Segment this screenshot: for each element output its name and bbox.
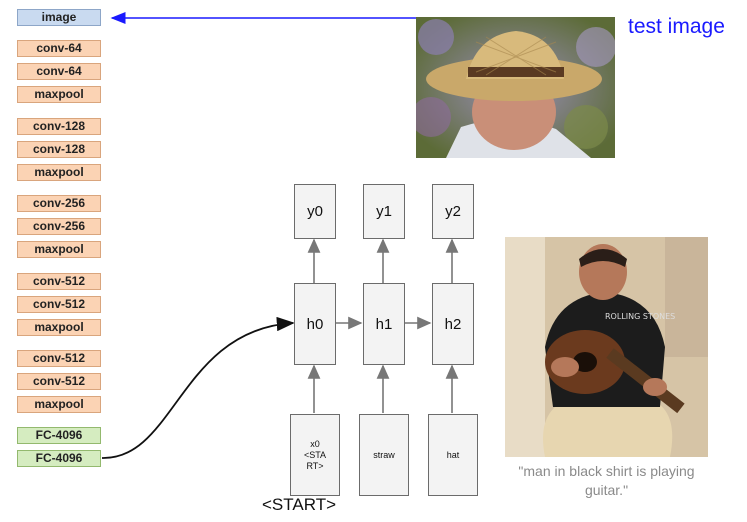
layer-maxpool: maxpool	[17, 241, 101, 258]
output-node-y1: y1	[363, 184, 405, 239]
layer-fc-4096: FC-4096	[17, 450, 101, 467]
hidden-node-h2: h2	[432, 283, 474, 365]
fc-to-h0-arrow	[101, 316, 295, 459]
layer-maxpool: maxpool	[17, 86, 101, 103]
layer-conv-512: conv-512	[17, 273, 101, 290]
layer-conv-128: conv-128	[17, 118, 101, 135]
generated-caption: "man in black shirt is playing guitar."	[518, 463, 695, 498]
layer-conv-512: conv-512	[17, 373, 101, 390]
layer-conv-256: conv-256	[17, 195, 101, 212]
layer-fc-4096: FC-4096	[17, 427, 101, 444]
layer-conv-128: conv-128	[17, 141, 101, 158]
layer-maxpool: maxpool	[17, 319, 101, 336]
input-node-straw: straw	[359, 414, 409, 496]
layer-conv-256: conv-256	[17, 218, 101, 235]
layer-conv-512: conv-512	[17, 350, 101, 367]
layer-conv-64: conv-64	[17, 40, 101, 57]
start-token-label: <START>	[262, 495, 337, 514]
test-image-label: test image	[628, 15, 725, 38]
input-node-x0: x0 <STA RT>	[290, 414, 340, 496]
test-image-photo	[416, 17, 615, 158]
guitar-photo: ROLLING STONES	[505, 237, 708, 457]
layer-conv-512: conv-512	[17, 296, 101, 313]
layer-maxpool: maxpool	[17, 164, 101, 181]
layer-image: image	[17, 9, 101, 26]
input-node-hat: hat	[428, 414, 478, 496]
svg-text:ROLLING STONES: ROLLING STONES	[605, 312, 675, 321]
hidden-node-h0: h0	[294, 283, 336, 365]
output-node-y2: y2	[432, 184, 474, 239]
layer-maxpool: maxpool	[17, 396, 101, 413]
output-node-y0: y0	[294, 184, 336, 239]
hidden-node-h1: h1	[363, 283, 405, 365]
layer-conv-64: conv-64	[17, 63, 101, 80]
